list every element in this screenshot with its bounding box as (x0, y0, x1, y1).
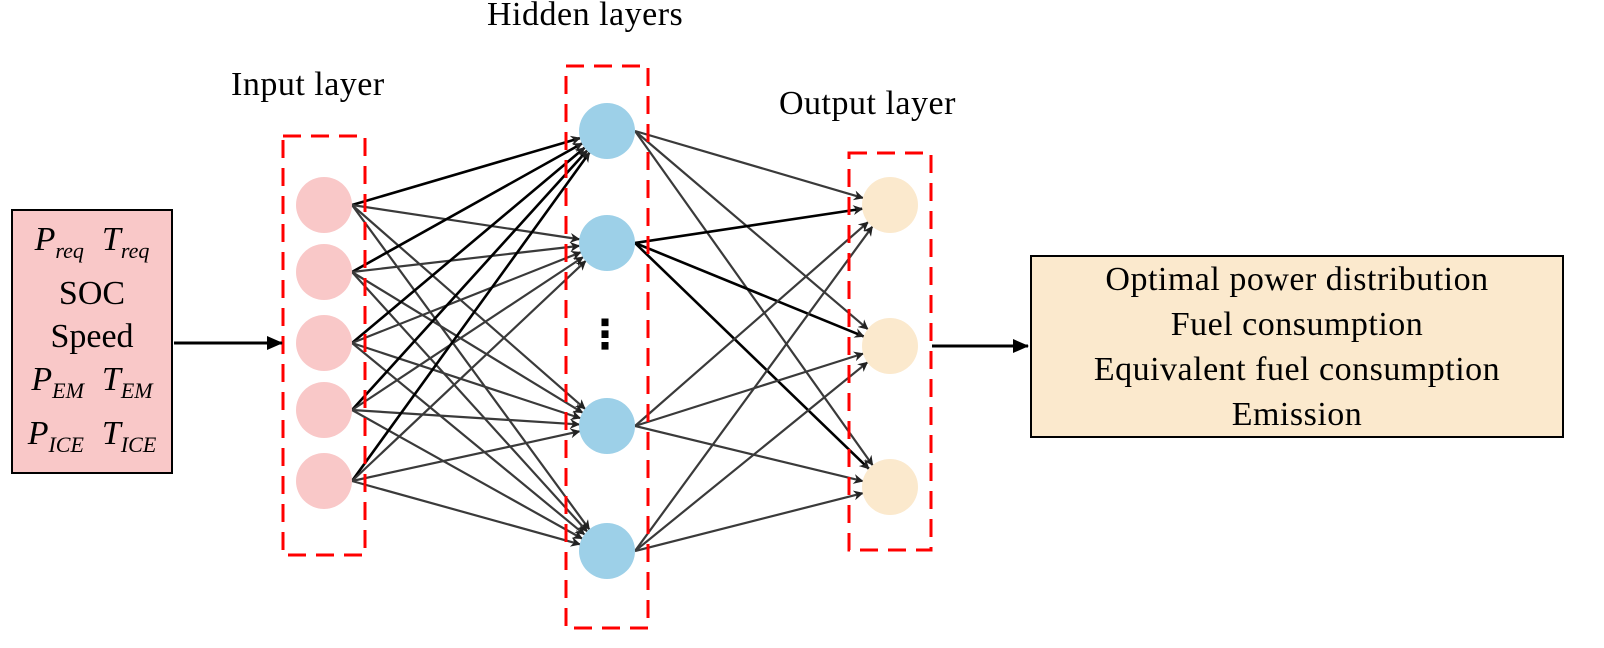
input-node (296, 315, 352, 371)
input-hidden-edge (351, 250, 582, 345)
input-variable-row: SOC (59, 272, 125, 315)
input-hidden-edge (351, 204, 591, 531)
input-layer-box (281, 134, 367, 557)
hidden-output-edge (634, 221, 869, 427)
input-hidden-edge (351, 408, 581, 429)
hidden-output-edge (634, 490, 864, 553)
output-node (862, 177, 918, 233)
input-hidden-edge (351, 342, 586, 536)
input-variable-row: PICE TICE (28, 412, 157, 466)
input-hidden-edge (351, 260, 587, 482)
input-node (296, 244, 352, 300)
hidden-output-edge (634, 424, 864, 484)
input-hidden-edge (351, 271, 584, 414)
output-node (862, 318, 918, 374)
input-hidden-edge (351, 271, 588, 533)
input-hidden-edge (351, 428, 581, 483)
input-variable: Treq (101, 220, 150, 263)
output-line: Optimal power distribution (1105, 260, 1489, 298)
hidden-node (579, 103, 635, 159)
output-node (862, 459, 918, 515)
hidden-output-edge (634, 130, 874, 466)
input-hidden-edge (351, 409, 583, 540)
input-variable: Preq (34, 220, 84, 263)
input-variable: TICE (101, 414, 157, 457)
input-variable: TEM (101, 360, 153, 403)
input-hidden-edge (351, 135, 581, 207)
input-hidden-edge (351, 204, 586, 410)
hidden-node (579, 398, 635, 454)
output-layer-box (847, 151, 933, 552)
hidden-output-edge (634, 361, 869, 552)
input-hidden-edge (351, 256, 584, 411)
input-variable-row: Preq Treq (35, 218, 150, 272)
input-hidden-edge (351, 203, 581, 243)
input-hidden-edge (351, 479, 581, 547)
hidden-node (579, 523, 635, 579)
hidden-output-edge (634, 130, 869, 330)
hidden-layer-box (564, 64, 650, 630)
hidden-output-edge (634, 205, 864, 245)
input-hidden-edge (351, 341, 582, 421)
input-node (296, 177, 352, 233)
input-hidden-edge (351, 149, 589, 411)
input-layer-label: Input layer (231, 66, 385, 103)
hidden-output-edge (634, 225, 874, 552)
input-variable-row: Speed (50, 315, 133, 358)
hidden-node (579, 215, 635, 271)
input-variable: PICE (27, 414, 84, 457)
output-targets-box: Optimal power distribution Fuel consumpt… (1030, 255, 1564, 438)
input-variable: Speed (50, 317, 134, 355)
hidden-layers-label: Hidden layers (487, 0, 684, 33)
output-line: Equivalent fuel consumption (1093, 350, 1501, 388)
input-variable: PEM (31, 360, 84, 403)
output-line: Emission (1231, 395, 1363, 433)
input-variable-row: PEM TEM (31, 358, 152, 412)
input-hidden-edge (350, 151, 591, 482)
hidden-ellipsis: ⋮ (585, 312, 625, 358)
input-node (296, 453, 352, 509)
hidden-output-edge (634, 129, 864, 201)
output-layer-label: Output layer (779, 85, 956, 122)
input-variable: SOC (58, 274, 126, 312)
hidden-output-edge (634, 241, 865, 338)
input-hidden-edge (351, 241, 581, 274)
input-node (296, 382, 352, 438)
input-hidden-edge (351, 146, 586, 344)
hidden-output-edge (634, 351, 865, 428)
input-hidden-edge (351, 142, 583, 274)
output-line: Fuel consumption (1170, 305, 1424, 343)
hidden-output-edge (634, 242, 870, 470)
